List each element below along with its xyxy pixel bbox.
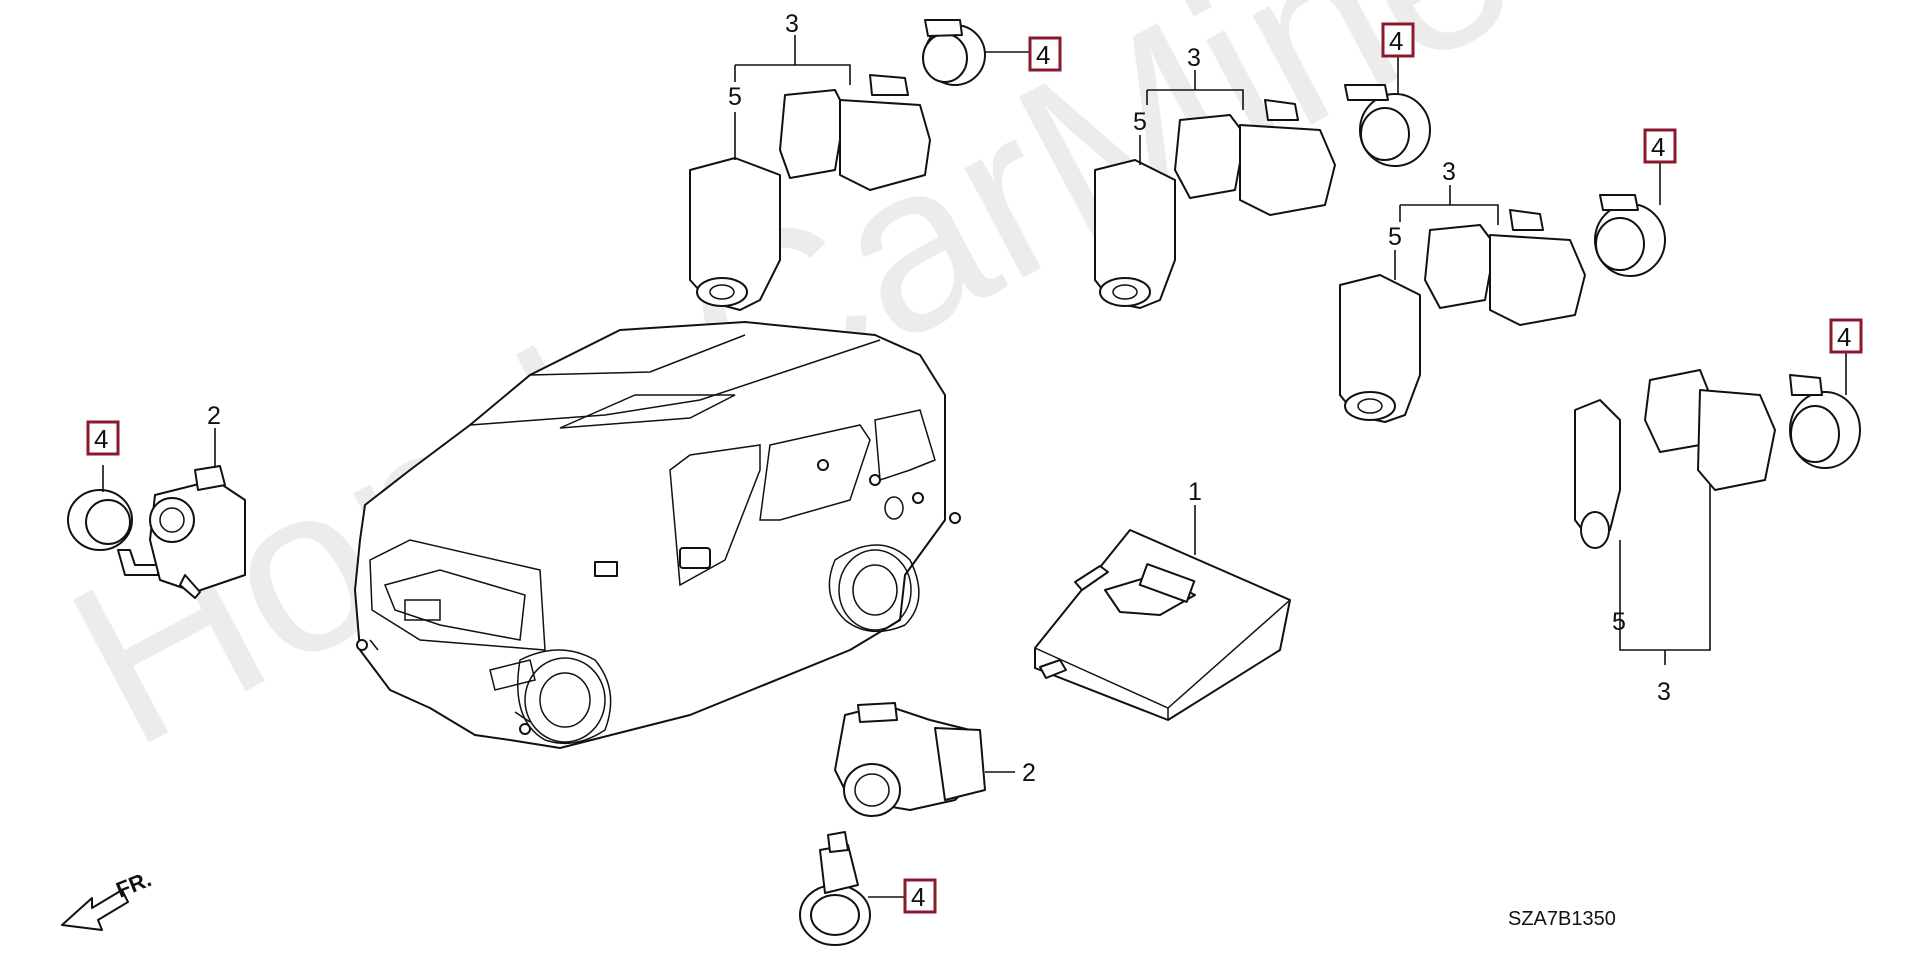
sensor-assembly-left: [67, 465, 246, 599]
callout-3-top-center: 3: [785, 10, 799, 38]
boxed-callout-4-right-middle: 4: [1643, 128, 1677, 164]
front-arrow-icon: [61, 889, 129, 931]
callout-3-top-right: 3: [1187, 44, 1201, 72]
vehicle-illustration: [354, 321, 961, 749]
callout-labels: 3 5 3 5 3 5 5 3 2 1 2 4 4 4 4 4: [86, 10, 1863, 914]
svg-text:4: 4: [1651, 132, 1665, 162]
boxed-callout-4-bottom: 4: [903, 878, 937, 914]
sensor-assembly-top-center: [689, 19, 986, 311]
svg-text:4: 4: [1036, 40, 1050, 70]
callout-5-top-right: 5: [1133, 108, 1147, 136]
front-direction-indicator: FR.: [61, 866, 155, 931]
callout-3-right-middle: 3: [1442, 158, 1456, 186]
callout-3-right-lower: 3: [1657, 678, 1671, 706]
sensor-assembly-right-middle: [1339, 194, 1666, 423]
control-unit-part: [1034, 529, 1291, 721]
svg-text:4: 4: [1389, 26, 1403, 56]
callout-5-top-center: 5: [728, 83, 742, 111]
leader-lines: [102, 35, 1847, 898]
diagram-code: SZA7B1350: [1508, 908, 1616, 930]
sensor-assembly-top-right: [1094, 84, 1431, 309]
sensor-assembly-bottom-center: [799, 702, 986, 946]
svg-text:4: 4: [911, 882, 925, 912]
callout-1-ecu: 1: [1188, 478, 1202, 506]
callout-2-bottom: 2: [1022, 759, 1036, 787]
boxed-callout-4-top-right: 4: [1381, 22, 1415, 58]
boxed-callout-4-right-lower: 4: [1829, 318, 1863, 354]
sensor-assembly-right-lower: [1574, 369, 1861, 549]
callout-5-right-middle: 5: [1388, 223, 1402, 251]
callout-5-right-lower: 5: [1612, 608, 1626, 636]
boxed-callout-4-top-center: 4: [1028, 36, 1062, 72]
callout-2-left: 2: [207, 402, 221, 430]
boxed-callout-4-left: 4: [86, 420, 120, 456]
svg-text:4: 4: [1837, 322, 1851, 352]
svg-text:4: 4: [94, 424, 108, 454]
front-label: FR.: [113, 866, 155, 902]
